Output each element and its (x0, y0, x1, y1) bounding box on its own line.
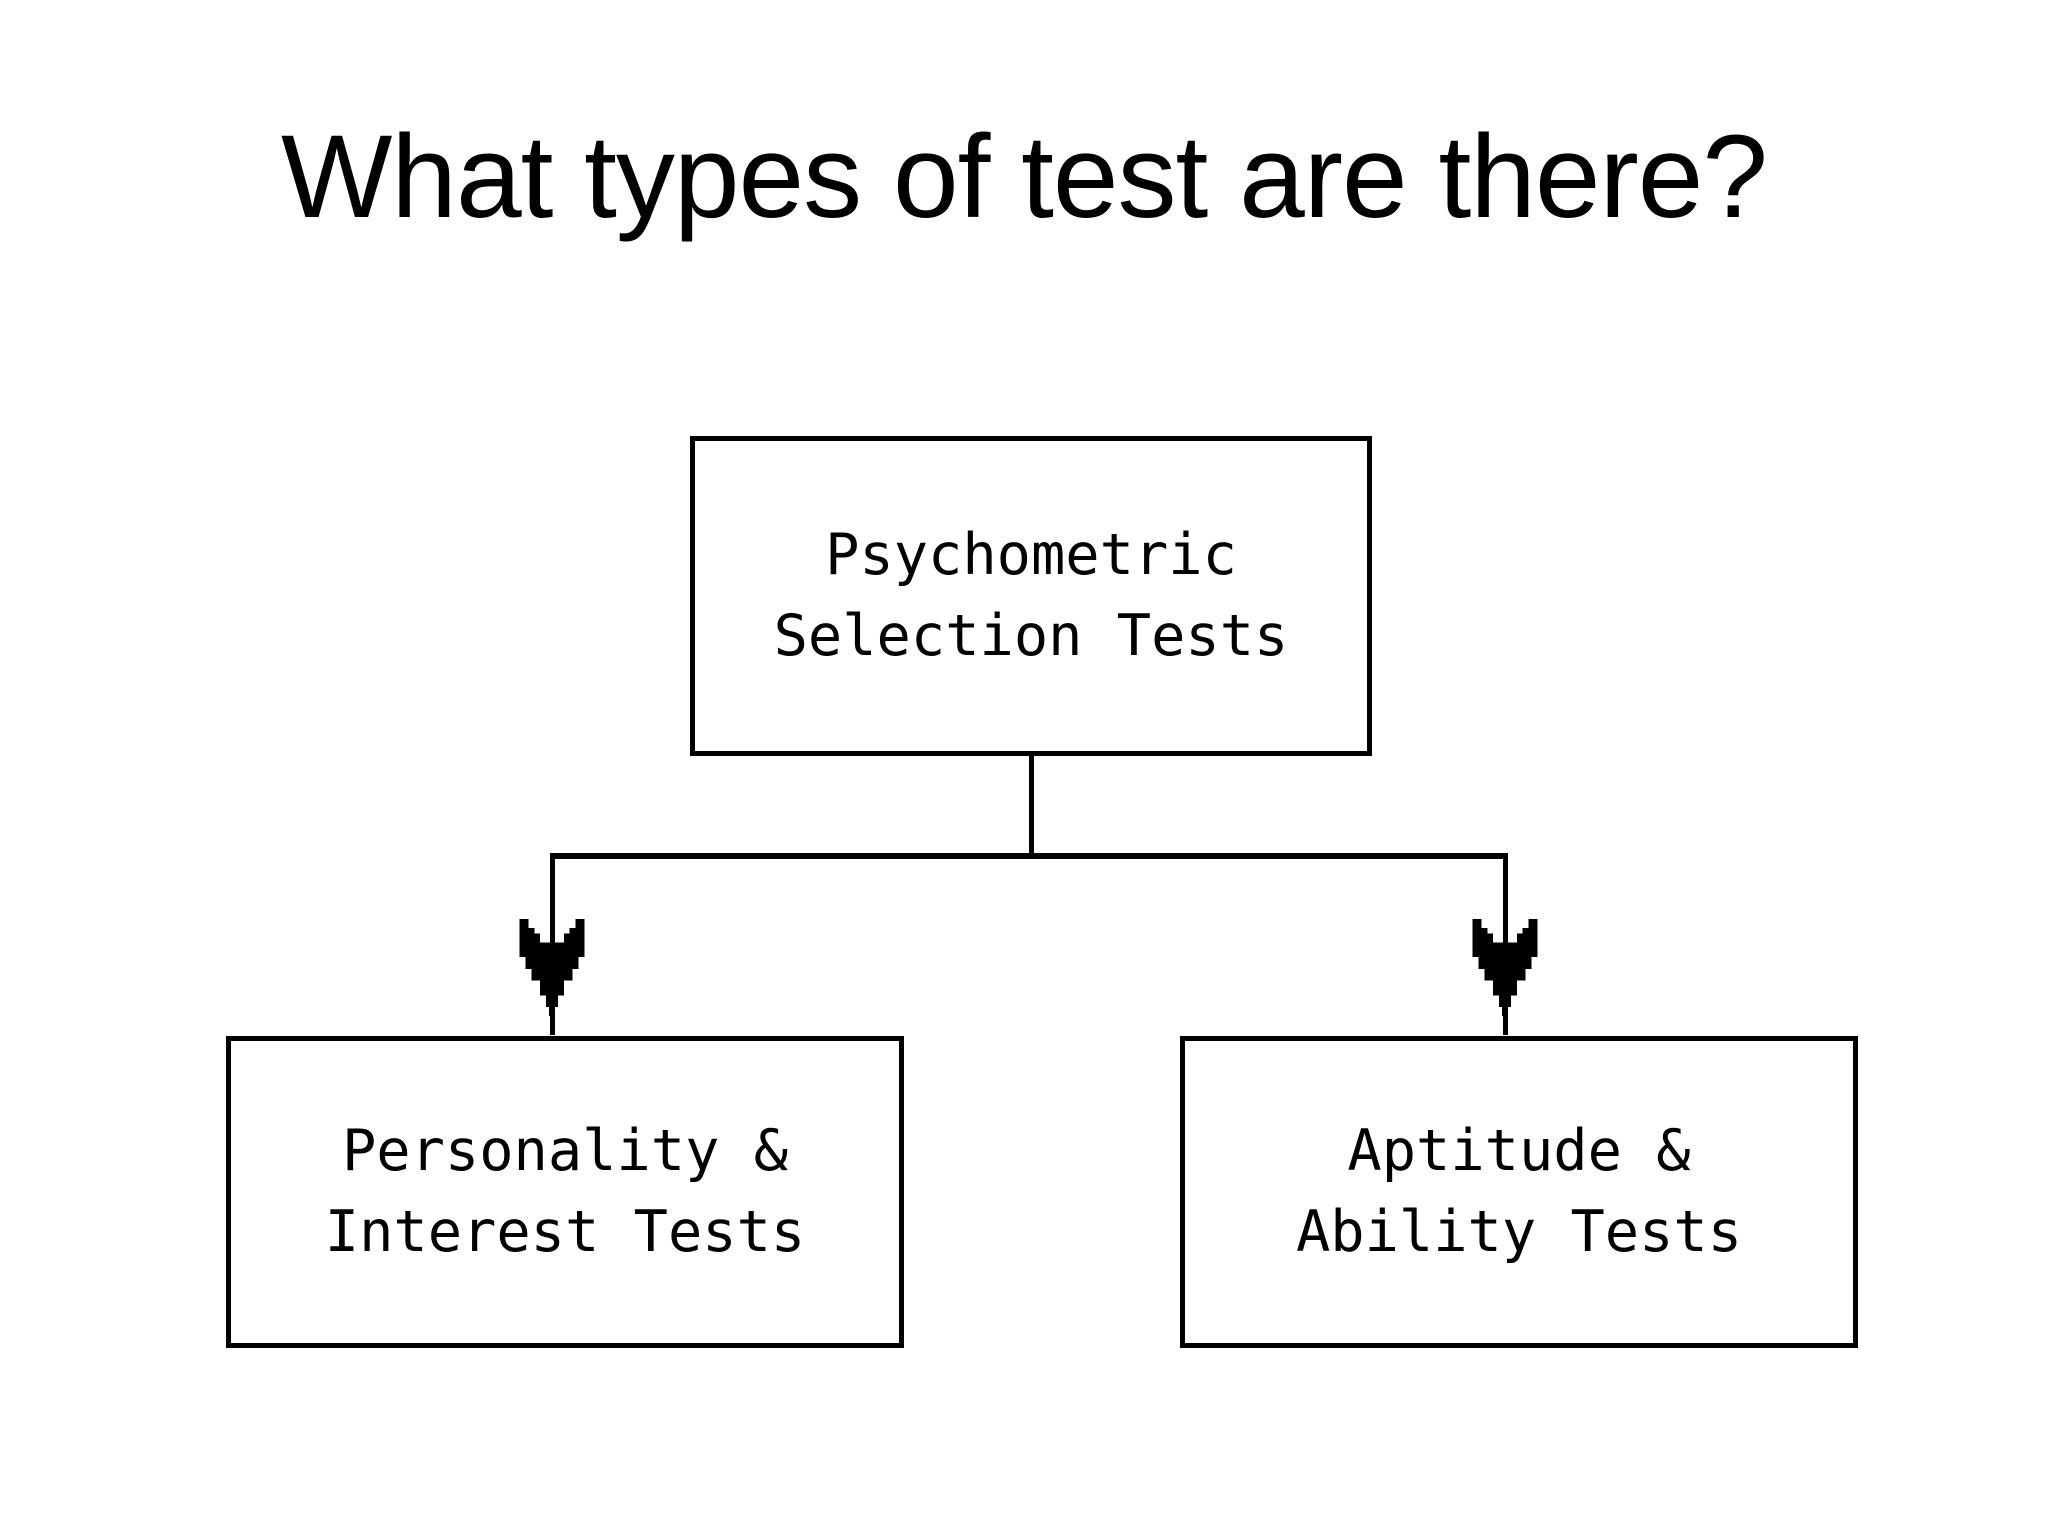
node-label-line2: Selection Tests (773, 603, 1289, 669)
connector-root-stem (1029, 756, 1034, 858)
node-label-line1: Psychometric (825, 522, 1237, 589)
connector-horizontal-bus (550, 853, 1508, 859)
page-title: What types of test are there? (280, 111, 1768, 243)
node-label-line1: Aptitude & (1347, 1118, 1691, 1185)
arrowhead-down-icon (1472, 916, 1538, 1016)
node-label-line1: Personality & (341, 1118, 789, 1185)
node-psychometric-selection-tests[interactable]: Psychometric Selection Tests (690, 436, 1372, 756)
arrowhead-down-icon (519, 916, 585, 1016)
node-label-line2: Ability Tests (1295, 1199, 1743, 1265)
node-aptitude-ability-tests[interactable]: Aptitude & Ability Tests (1180, 1036, 1858, 1348)
node-label-line2: Interest Tests (324, 1199, 806, 1265)
node-personality-interest-tests[interactable]: Personality & Interest Tests (226, 1036, 904, 1348)
